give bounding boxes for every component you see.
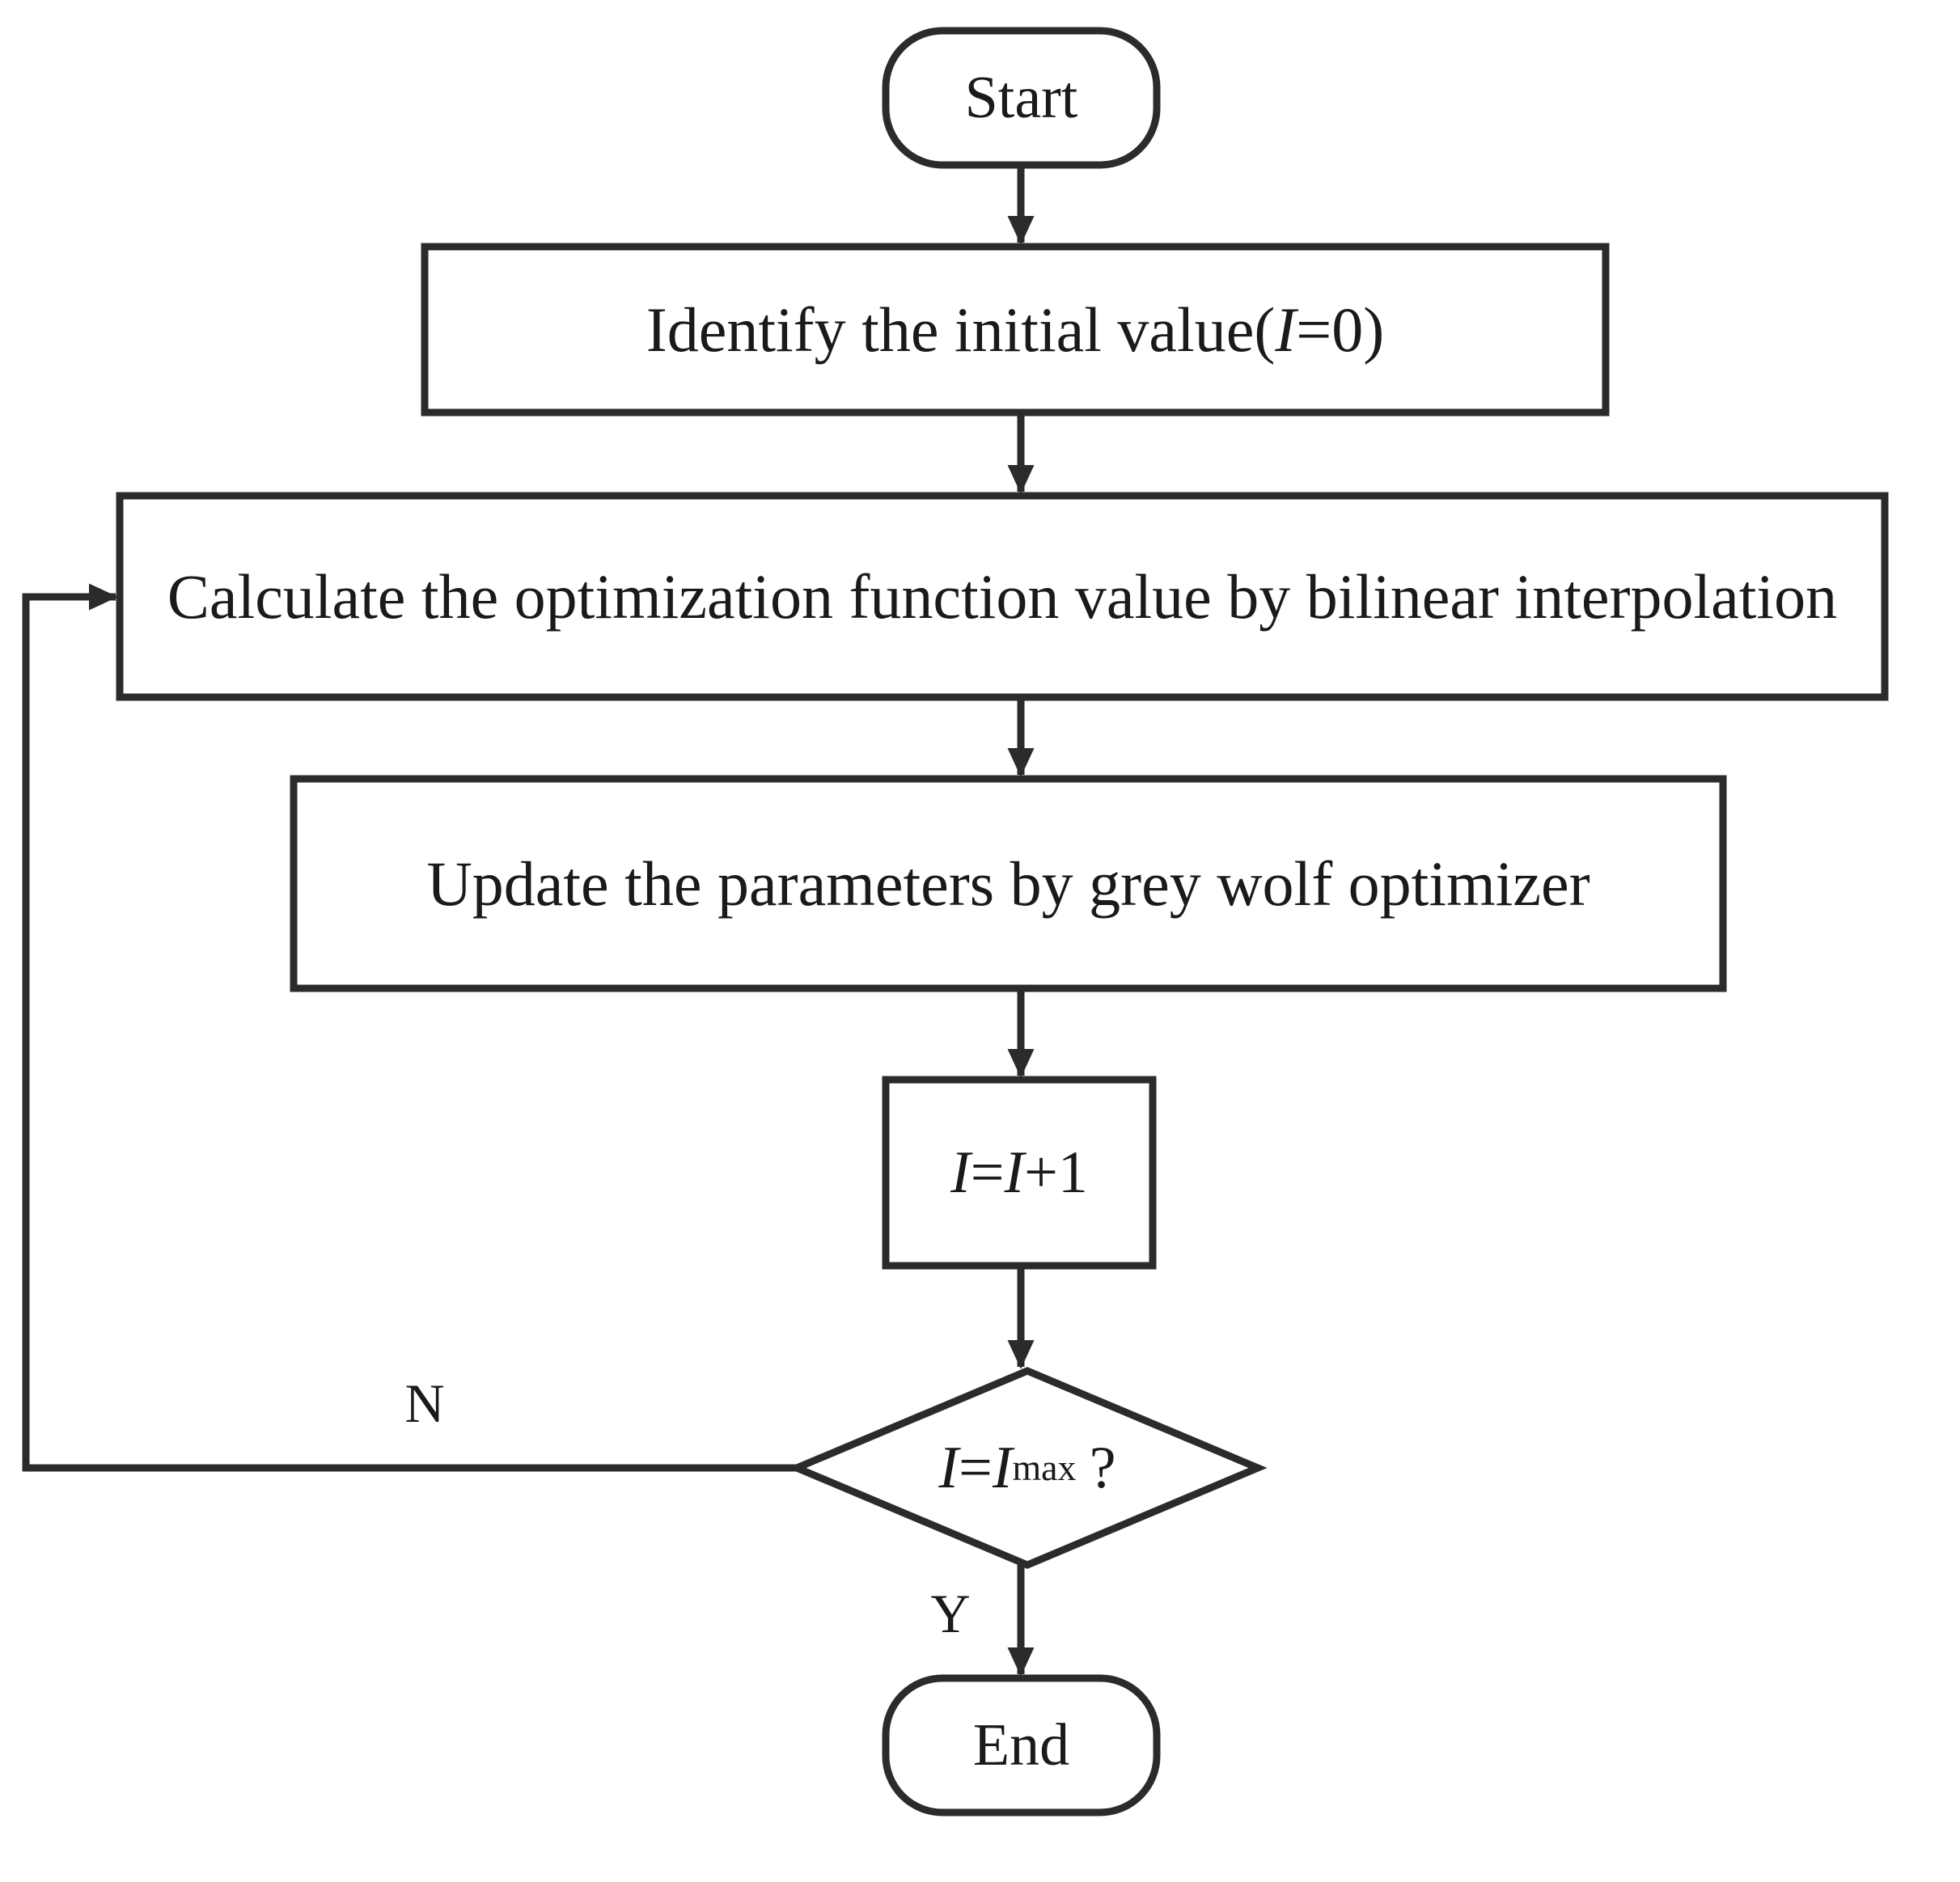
- edge-decision-no-feedback: [22, 583, 797, 1472]
- node-calculate-shape[interactable]: [116, 492, 1889, 701]
- node-end-shape[interactable]: [882, 1674, 1161, 1816]
- node-decision-shape[interactable]: [787, 1367, 1268, 1569]
- node-update-shape[interactable]: [290, 775, 1727, 992]
- node-init-shape[interactable]: [421, 243, 1610, 417]
- node-increment-shape[interactable]: [882, 1076, 1157, 1270]
- node-start-shape[interactable]: [882, 27, 1161, 169]
